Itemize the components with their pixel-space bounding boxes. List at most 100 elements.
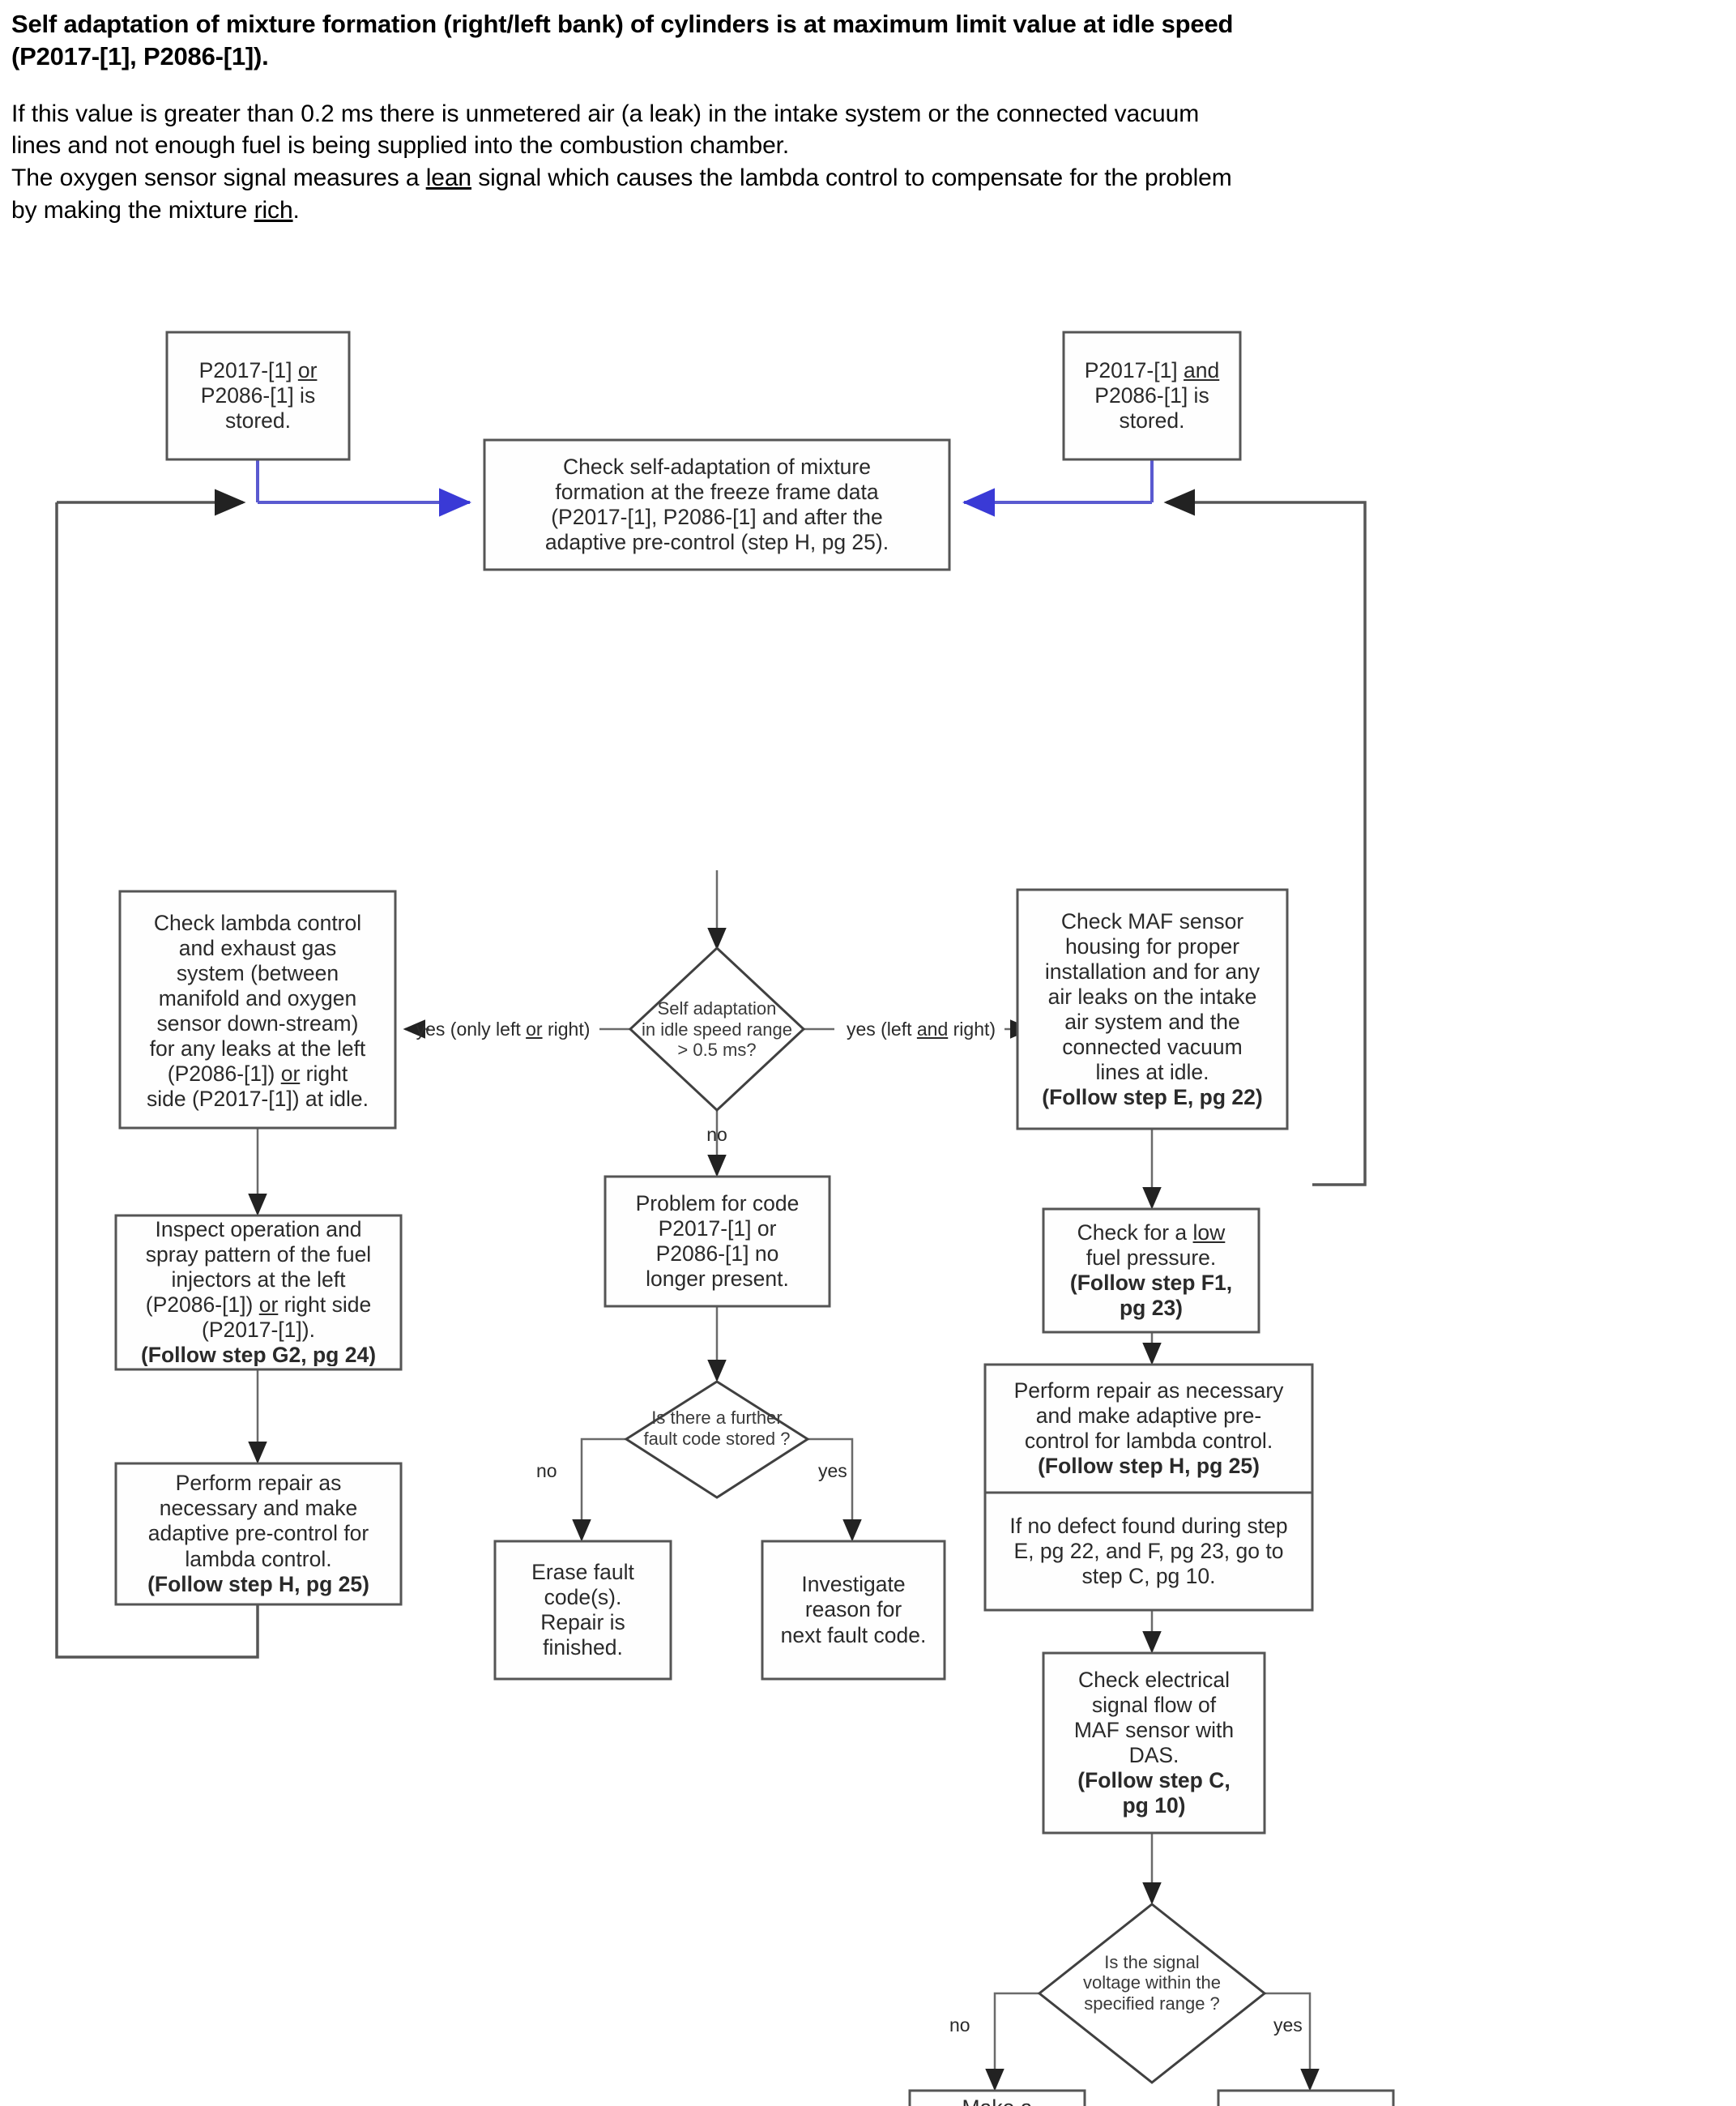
node-main-check-rect (483, 438, 951, 571)
no-voltage-text: no (949, 2014, 970, 2036)
main-check-line-1: Check self-adaptation of mixture (562, 454, 871, 479)
erase-line-4: finished. (543, 1635, 623, 1660)
lambda-line-4: manifold and oxygen (158, 985, 357, 1010)
edge-label-no-voltage: no (949, 2011, 1006, 2039)
inspect-injectors-text: Inspect operation and spray pattern of t… (117, 1219, 399, 1366)
paragraph-2-line-2: by making the mixture rich. (11, 194, 1721, 227)
para2-line2-pre: by making the mixture (11, 197, 254, 224)
lambda-or-underline: or (280, 1062, 301, 1087)
inspect-or-underline: or (258, 1292, 279, 1317)
yes-right-pre: yes (left (846, 1018, 917, 1040)
start-right-and-underline: and (1184, 357, 1220, 382)
intro-text-block: Self adaptation of mixture formation (ri… (11, 8, 1721, 227)
paragraph-2-line-1: The oxygen sensor signal measures a lean… (11, 162, 1721, 194)
maf-line-4: air leaks on the intake (1047, 984, 1257, 1009)
main-check-line-3: (P2017-[1], P2086-[1] and after the (551, 505, 883, 529)
lambda-line-5: sensor down-stream) (156, 1011, 359, 1036)
idle-decision-line-2: in idle speed range (642, 1019, 792, 1040)
lambda-line-1: Check lambda control (153, 910, 362, 935)
start-left-text: P2017-[1] or P2086-[1] is stored. (168, 334, 348, 458)
lambda-line-3: system (between (176, 960, 339, 985)
voltage-decision-text: Is the signal voltage within the specifi… (1061, 1946, 1243, 2019)
further-decision-text: Is there a further fault code stored ? (626, 1403, 808, 1454)
edge-label-yes-left: yes (only left or right) (405, 1015, 601, 1044)
start-left-line-2: P2086-[1] is (200, 382, 316, 408)
main-check-line-4: adaptive pre-control (step H, pg 25). (544, 530, 889, 555)
start-left-line-1: P2017-[1] or (199, 358, 318, 383)
edge-label-no-idle: no (679, 1121, 755, 1148)
edge-label-yes-right: yes (left and right) (833, 1015, 1009, 1044)
erase-line-3: Repair is (540, 1610, 625, 1634)
voltage-decision-line-3: specified range ? (1084, 1993, 1220, 2014)
repair-right-text: Perform repair as necessary and make ada… (987, 1368, 1311, 1489)
document-heading: Self adaptation of mixture formation (ri… (11, 8, 1721, 74)
inspect-line-6-step: (Follow step G2, pg 24) (140, 1343, 377, 1366)
node-repair-right-rect (983, 1363, 1314, 1494)
yes-right-post: right) (948, 1018, 996, 1040)
further-decision-line-1: Is there a further (651, 1408, 783, 1429)
lambda-l7-pre: (P2086-[1]) (167, 1062, 281, 1087)
edge-voltage-no (985, 1992, 1039, 2091)
para2-lean-underline: lean (425, 164, 472, 192)
yes-left-post: right) (542, 1018, 591, 1040)
lambda-line-7: (P2086-[1]) or right (147, 1062, 369, 1087)
repair-left-text: Perform repair as necessary and make ada… (117, 1467, 399, 1601)
start-right-line-3: stored. (1119, 408, 1185, 434)
maf-line-8-step: (Follow step E, pg 22) (1042, 1085, 1263, 1110)
start-right-l1-pre: P2017-[1] (1084, 357, 1184, 382)
yes-voltage-text: yes (1273, 2014, 1303, 2036)
node-idle-decision-diamond (628, 946, 806, 1113)
yes-further-text: yes (818, 1459, 847, 1481)
edge-label-no-further: no (536, 1457, 593, 1484)
fuel-low-underline: low (1192, 1220, 1226, 1245)
maf-line-1: Check MAF sensor (1060, 908, 1244, 933)
node-no-defect-rect (983, 1491, 1314, 1612)
electrical-line-4: DAS. (1128, 1743, 1179, 1767)
repair-right-line-2: and make adaptive pre- (1035, 1403, 1262, 1428)
fuel-pressure-line-4-step: pg 23) (1119, 1296, 1184, 1321)
paragraph-1-line-2: lines and not enough fuel is being suppl… (11, 132, 790, 160)
intro-spacer (11, 74, 1721, 98)
voltage-decision-line-1: Is the signal (1104, 1951, 1200, 1972)
problem-text: Problem for code P2017-[1] or P2086-[1] … (607, 1180, 828, 1303)
repair-left-line-3: adaptive pre-control for (147, 1521, 369, 1546)
node-erase-rect (493, 1540, 672, 1681)
idle-decision-line-1: Self adaptation (657, 998, 777, 1019)
node-voltage-decision-diamond (1037, 1903, 1267, 2084)
investigate-line-2: reason for (804, 1597, 902, 1622)
node-start-left-rect (165, 331, 351, 461)
printout-text: Make a printout of the signal voltage (F… (911, 2094, 1083, 2106)
erase-line-1: Erase fault (531, 1559, 634, 1584)
problem-line-4: longer present. (646, 1267, 789, 1292)
problem-line-1: Problem for code (635, 1190, 800, 1215)
maf-line-5: air system and the (1064, 1010, 1240, 1034)
inspect-l4-pre: (P2086-[1]) (145, 1292, 259, 1317)
para2-mid: signal which causes the lambda control t… (471, 164, 1232, 192)
inspect-line-1: Inspect operation and (155, 1219, 362, 1241)
maf-housing-text: Check MAF sensor housing for proper inst… (1019, 893, 1286, 1126)
heading-line-2: (P2017-[1], P2086-[1]). (11, 42, 269, 71)
node-further-decision-diamond (624, 1380, 810, 1499)
repair-left-line-5-step: (Follow step H, pg 25) (147, 1571, 369, 1596)
fuel-l1-pre: Check for a (1077, 1220, 1193, 1245)
fuel-pressure-line-2: fuel pressure. (1086, 1245, 1217, 1270)
edge-right-feedback-loop (1163, 489, 1367, 1186)
start-right-line-1: P2017-[1] and (1085, 358, 1220, 383)
main-check-line-2: formation at the freeze frame data (555, 479, 879, 504)
repair-left-line-2: necessary and make (159, 1496, 358, 1521)
main-check-text: Check self-adaptation of mixture formati… (486, 442, 948, 568)
lambda-line-6: for any leaks at the left (149, 1036, 366, 1062)
further-decision-line-2: fault code stored ? (643, 1429, 791, 1449)
inspect-line-2: spray pattern of the fuel (145, 1241, 372, 1267)
start-left-l1-pre: P2017-[1] (198, 357, 298, 382)
maf-line-2: housing for proper (1064, 933, 1240, 959)
no-defect-line-1: If no defect found during step (1009, 1513, 1288, 1538)
repair-right-line-3: control for lambda control. (1024, 1429, 1273, 1453)
node-inspect-rect (114, 1214, 403, 1371)
repair-left-line-1: Perform repair as (175, 1471, 342, 1496)
yes-right-and-underline: and (916, 1018, 949, 1040)
node-electrical-rect (1042, 1651, 1266, 1835)
electrical-line-5-step: (Follow step C, (1077, 1768, 1231, 1793)
node-printout-rect (908, 2089, 1086, 2106)
